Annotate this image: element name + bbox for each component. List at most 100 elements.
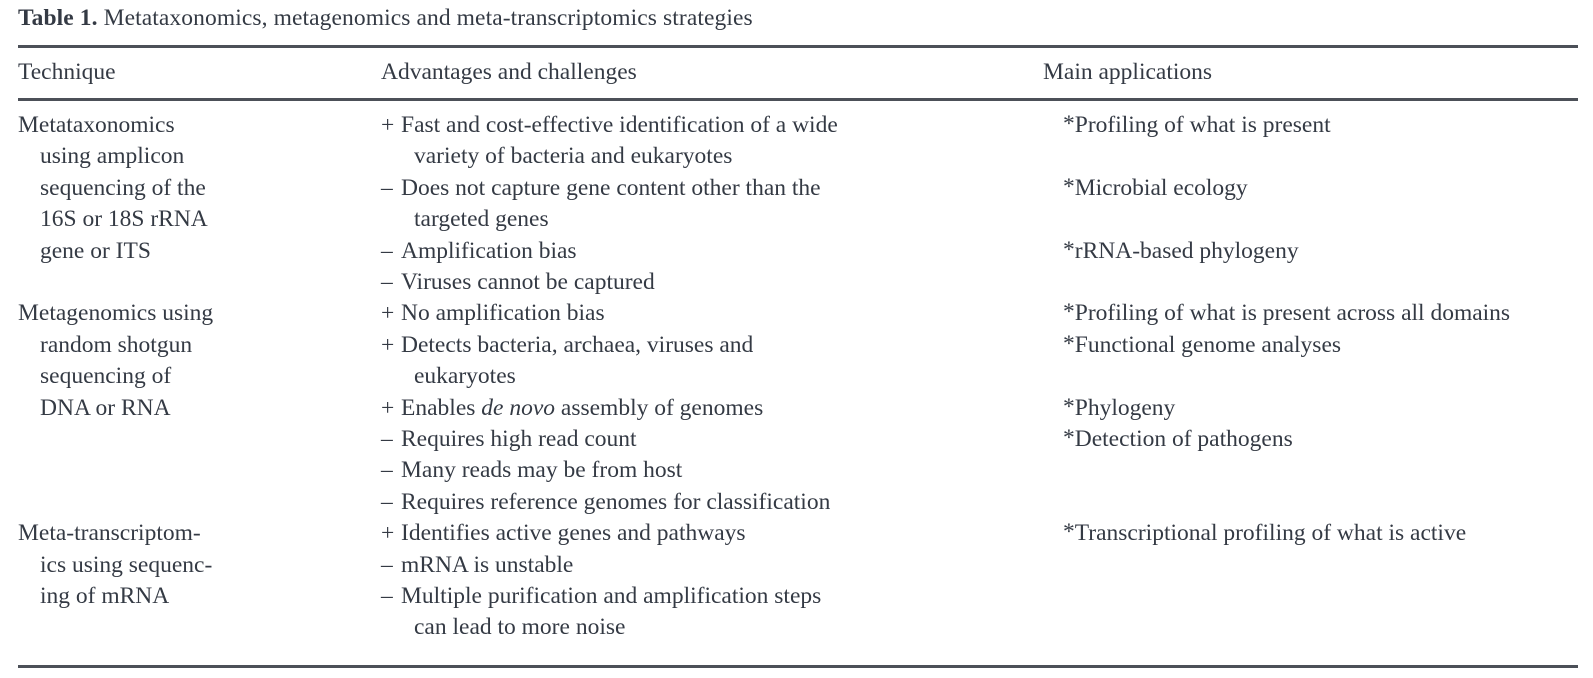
minus-marker-icon: – <box>381 174 393 201</box>
table-row: Meta-transcriptom-ics using sequenc-ing … <box>0 518 1593 644</box>
advantage-item: –Does not capture gene content other tha… <box>381 173 1031 204</box>
application-text: Detection of pathogens <box>1074 425 1293 452</box>
application-item: *Microbial ecology <box>1043 173 1583 204</box>
advantage-text: variety of bacteria and eukaryotes <box>414 143 733 170</box>
plus-marker-icon: + <box>381 520 395 547</box>
advantage-text: targeted genes <box>414 206 549 233</box>
minus-marker-icon: – <box>381 268 393 295</box>
advantage-item: +Fast and cost-effective identification … <box>381 110 1031 141</box>
technique-line: using amplicon <box>40 143 185 170</box>
technique-line: Metataxonomics <box>18 112 175 138</box>
advantage-text: Identifies active genes and pathways <box>401 520 746 547</box>
advantage-text: Does not capture gene content other than… <box>401 174 821 201</box>
cell-technique: Metataxonomics using amplicon sequencing o… <box>18 110 368 267</box>
application-text <box>1063 206 1069 232</box>
application-text: Functional genome analyses <box>1074 331 1342 358</box>
minus-marker-icon: – <box>381 457 393 484</box>
advantage-item: –Multiple purification and amplification… <box>381 581 1031 612</box>
advantage-text: No amplification bias <box>401 300 605 327</box>
technique-line: gene or ITS <box>40 237 151 264</box>
table-caption: Table 1. Metataxonomics, metagenomics an… <box>18 2 1578 34</box>
application-text: Transcriptional profiling of what is act… <box>1074 520 1467 547</box>
application-item: *Profiling of what is present <box>1043 110 1583 141</box>
application-text <box>1063 363 1069 389</box>
advantage-text: Requires reference genomes for classific… <box>401 488 831 515</box>
application-item: *rRNA-based phylogeny <box>1043 236 1583 267</box>
application-spacer <box>1043 141 1583 172</box>
advantage-text: Many reads may be from host <box>401 457 683 484</box>
cell-applications: *Profiling of what is present *Microbial… <box>1043 110 1583 267</box>
technique-line: random shotgun <box>40 331 193 358</box>
technique-line: sequencing of <box>40 363 172 390</box>
cell-advantages: +No amplification bias+Detects bacteria,… <box>381 298 1031 518</box>
application-text: Profiling of what is present across all … <box>1074 300 1511 327</box>
advantage-item-continuation: targeted genes <box>381 204 1031 235</box>
advantage-item-continuation: can lead to more noise <box>381 612 1031 643</box>
advantage-item: +Identifies active genes and pathways <box>381 518 1031 549</box>
minus-marker-icon: – <box>381 551 393 578</box>
advantage-item: –Many reads may be from host <box>381 455 1031 486</box>
technique-line: ing of mRNA <box>40 582 170 609</box>
asterisk-marker-icon: * <box>1063 424 1075 451</box>
technique-line: sequencing of the <box>40 174 206 201</box>
application-spacer <box>1043 361 1583 392</box>
plus-marker-icon: + <box>381 112 395 138</box>
advantage-text: Fast and cost-effective identification o… <box>401 112 838 138</box>
column-header-technique: Technique <box>18 59 116 85</box>
cell-advantages: +Fast and cost-effective identification … <box>381 110 1031 298</box>
application-text: rRNA-based phylogeny <box>1074 237 1299 264</box>
application-item: *Phylogeny <box>1043 393 1583 424</box>
cell-applications: *Profiling of what is present across all… <box>1043 298 1583 455</box>
application-item: *Detection of pathogens <box>1043 424 1583 455</box>
advantage-item: –Viruses cannot be captured <box>381 267 1031 298</box>
advantage-item: +Enables de novo assembly of genomes <box>381 393 1031 424</box>
cell-applications: *Transcriptional profiling of what is ac… <box>1043 518 1583 549</box>
minus-marker-icon: – <box>381 237 393 264</box>
rule-bottom <box>18 665 1578 668</box>
column-header-applications: Main applications <box>1043 59 1213 85</box>
column-header-advantages: Advantages and challenges <box>381 59 637 85</box>
table-row: Metataxonomics using amplicon sequencing o… <box>0 110 1593 298</box>
advantage-text: mRNA is unstable <box>401 551 574 578</box>
advantage-item-continuation: eukaryotes <box>381 361 1031 392</box>
asterisk-marker-icon: * <box>1063 393 1075 420</box>
rule-top <box>18 45 1578 48</box>
advantage-item-continuation: variety of bacteria and eukaryotes <box>381 141 1031 172</box>
advantage-text: Enables de novo assembly of genomes <box>401 394 764 421</box>
advantage-item: –Requires high read count <box>381 424 1031 455</box>
advantage-text: Detects bacteria, archaea, viruses and <box>401 331 754 358</box>
advantage-item: +No amplification bias <box>381 298 1031 329</box>
minus-marker-icon: – <box>381 488 393 515</box>
minus-marker-icon: – <box>381 425 393 452</box>
italic-term: de novo <box>481 394 556 421</box>
application-text: Profiling of what is present <box>1074 112 1331 138</box>
advantage-text: eukaryotes <box>414 363 516 390</box>
advantage-item: –Amplification bias <box>381 236 1031 267</box>
table-caption-text: Metataxonomics, metagenomics and meta-tr… <box>97 5 753 31</box>
application-item: *Profiling of what is present across all… <box>1043 298 1583 329</box>
application-item: *Transcriptional profiling of what is ac… <box>1043 518 1583 549</box>
table-caption-label: Table 1. <box>18 5 98 31</box>
application-item: *Functional genome analyses <box>1043 330 1583 361</box>
advantage-item: +Detects bacteria, archaea, viruses and <box>381 330 1031 361</box>
advantage-item: –Requires reference genomes for classifi… <box>381 487 1031 518</box>
plus-marker-icon: + <box>381 300 395 327</box>
cell-technique: Meta-transcriptom-ics using sequenc-ing … <box>18 518 368 612</box>
asterisk-marker-icon: * <box>1063 111 1075 137</box>
application-text <box>1063 143 1069 169</box>
technique-line: Meta-transcriptom- <box>18 520 201 547</box>
asterisk-marker-icon: * <box>1063 173 1075 200</box>
application-text: Phylogeny <box>1074 394 1176 421</box>
application-text: Microbial ecology <box>1074 174 1248 201</box>
advantage-text: Requires high read count <box>401 425 637 452</box>
technique-line: 16S or 18S rRNA <box>40 206 208 233</box>
asterisk-marker-icon: * <box>1063 330 1075 357</box>
plus-marker-icon: + <box>381 394 395 421</box>
cell-advantages: +Identifies active genes and pathways–mR… <box>381 518 1031 644</box>
advantage-item: –mRNA is unstable <box>381 550 1031 581</box>
rule-header <box>18 98 1578 101</box>
asterisk-marker-icon: * <box>1063 299 1075 326</box>
